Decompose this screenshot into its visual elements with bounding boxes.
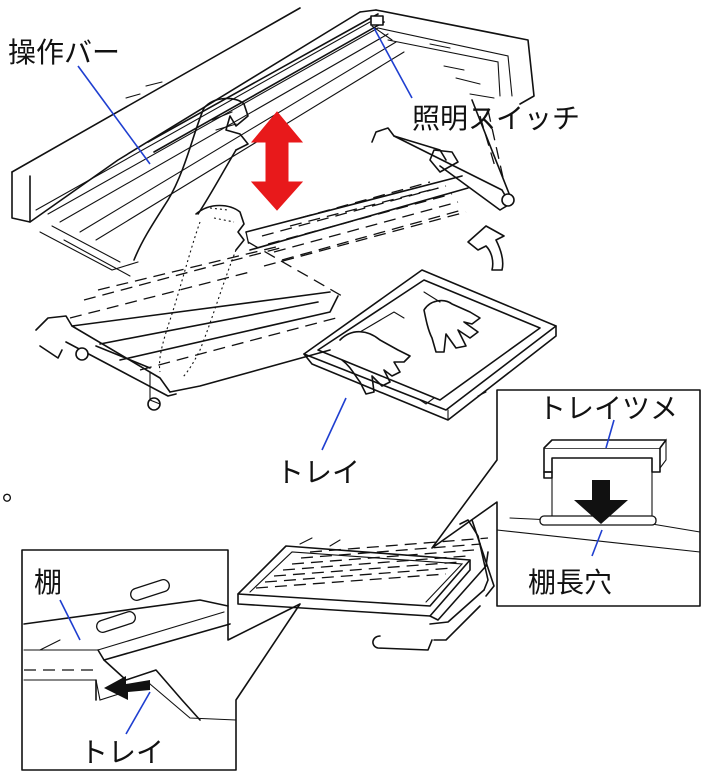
label-shelf-slot: 棚長穴 (528, 566, 612, 599)
stray-mark: 。 (2, 477, 28, 507)
light-switch (370, 15, 393, 41)
perforation-row (273, 561, 461, 577)
cabinet-housing (11, 7, 535, 277)
rotate-arrow-icon (467, 225, 505, 271)
removed-tray (303, 269, 557, 421)
callout-claw-slot (431, 389, 701, 607)
perforation-row (309, 537, 489, 553)
perforation-row (291, 549, 475, 565)
perforation-row (300, 543, 482, 559)
upper-tray-perforations (261, 181, 463, 261)
callout-shelf-tray (21, 549, 301, 771)
installed-shelf-perforations (255, 537, 489, 589)
installed-shelf (237, 519, 495, 651)
label-light-switch: 照明スイッチ (412, 102, 580, 135)
label-operation-bar: 操作バー (8, 36, 120, 69)
hands-on-operation-bar (133, 97, 249, 261)
label-tray-bottom: トレイ (80, 736, 164, 769)
motion-arrow-icon (250, 111, 304, 211)
label-shelf: 棚 (34, 566, 62, 599)
label-tray-claw: トレイツメ (538, 392, 678, 425)
label-tray-top: トレイ (276, 456, 360, 489)
perforation-row (282, 555, 468, 571)
perforation-row (255, 573, 447, 589)
upper-shelf-frame (245, 99, 515, 297)
hands-lowered-dotted (158, 204, 245, 379)
lower-shelf-frame (35, 245, 339, 411)
perforation-row (264, 567, 454, 583)
leader-lines (59, 27, 615, 735)
